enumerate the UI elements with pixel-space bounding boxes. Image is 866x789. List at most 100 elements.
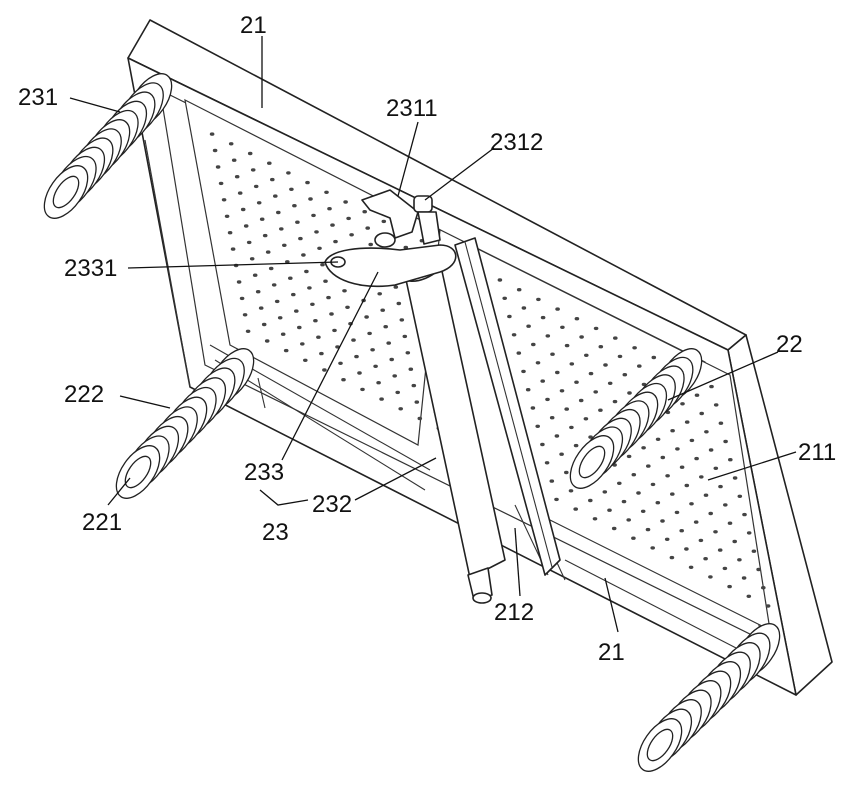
perforation-hole [708, 448, 714, 452]
perforation-hole [689, 438, 695, 443]
perforation-hole [283, 348, 289, 353]
perforation-hole [288, 276, 293, 280]
perforation-hole [304, 269, 309, 274]
perforation-hole [679, 529, 684, 533]
perforation-hole [746, 594, 752, 598]
perforation-hole [617, 481, 622, 485]
perforation-hole [621, 499, 627, 504]
perforation-hole [316, 335, 321, 339]
perforation-hole [368, 242, 374, 247]
perforation-hole [289, 187, 294, 191]
perforation-hole [583, 417, 589, 421]
perforation-hole [250, 168, 256, 172]
perforation-hole [276, 210, 281, 215]
perforation-hole [579, 335, 584, 339]
perforation-hole [584, 353, 589, 357]
label-232: 232 [312, 491, 352, 518]
perforation-hole [341, 378, 346, 382]
perforation-hole [544, 461, 550, 465]
perforation-hole [274, 299, 280, 304]
perforation-hole [408, 367, 414, 371]
perforation-hole [728, 458, 733, 462]
perforation-hole [713, 403, 719, 407]
perforation-hole [727, 584, 732, 589]
perforation-hole [329, 312, 334, 316]
perforation-hole [732, 539, 737, 544]
perforation-hole [324, 190, 329, 194]
perforation-hole [684, 420, 690, 424]
perforation-hole [256, 201, 262, 205]
perforation-hole [617, 354, 623, 359]
perforation-hole [761, 586, 766, 590]
perforation-hole [516, 351, 522, 355]
perforation-hole [314, 230, 319, 234]
perforation-hole [602, 490, 608, 494]
perforation-hole [215, 165, 221, 169]
perforation-hole [694, 393, 700, 397]
perforation-hole [708, 511, 713, 516]
perforation-hole [569, 362, 575, 366]
perforation-hole [380, 308, 386, 312]
perforation-hole [360, 387, 365, 392]
reference-labels: 21 231 2311 2312 2331 22 222 211 233 232… [18, 12, 836, 666]
perforation-hole [660, 519, 665, 523]
perforation-hole [655, 437, 661, 441]
perforation-hole [675, 447, 680, 451]
perforation-hole [554, 497, 559, 502]
perforation-hole [354, 354, 359, 359]
perforation-hole [268, 266, 274, 271]
perforation-hole [631, 473, 637, 477]
perforation-hole [613, 336, 618, 340]
perforation-hole [627, 391, 632, 395]
spring-end [124, 455, 152, 489]
perforation-hole [270, 177, 275, 182]
perforation-hole [320, 263, 325, 267]
springs [43, 73, 781, 772]
perforation-hole [717, 548, 723, 552]
perforation-hole [253, 184, 259, 189]
perforation-hole [679, 465, 685, 469]
perforation-hole [660, 455, 666, 460]
perforation-hole [239, 296, 245, 301]
perforation-hole [249, 257, 255, 261]
perforation-hole [526, 324, 531, 328]
perforation-hole [713, 466, 719, 470]
perforation-hole [516, 288, 522, 292]
perforation-hole [588, 498, 593, 503]
label-21-bottom: 21 [598, 639, 625, 666]
perforation-hole [545, 334, 551, 338]
perforation-hole [209, 132, 215, 136]
perforation-hole [221, 198, 227, 202]
label-221: 221 [82, 509, 122, 536]
label-231: 231 [18, 84, 58, 111]
perforation-hole [718, 484, 723, 489]
perforation-hole [362, 210, 368, 214]
perforation-hole [680, 402, 685, 406]
perforation-hole [554, 434, 560, 438]
perforation-hole [511, 333, 517, 337]
perforation-hole [351, 338, 356, 342]
perforation-hole [381, 219, 387, 224]
perforation-hole [555, 307, 560, 311]
perforation-hole [236, 280, 242, 284]
perforation-hole [592, 517, 598, 521]
perforation-hole [549, 416, 555, 420]
spring-end [646, 728, 674, 762]
label-233: 233 [244, 459, 284, 486]
perforation-hole [279, 227, 284, 231]
perforation-hole [327, 207, 332, 211]
perforation-hole [684, 547, 689, 551]
perforation-hole [245, 329, 251, 333]
perforation-hole [718, 421, 724, 425]
perforation-hole [674, 510, 680, 515]
perforation-hole [262, 233, 268, 238]
perforation-hole [300, 342, 305, 346]
perforation-hole [398, 407, 404, 411]
perforation-hole [303, 358, 308, 362]
perforation-hole [574, 380, 579, 384]
perforation-hole [637, 364, 642, 368]
perforation-hole [689, 502, 694, 506]
perforation-hole [699, 475, 704, 479]
perforation-hole [722, 566, 728, 571]
perforation-hole [588, 435, 593, 439]
